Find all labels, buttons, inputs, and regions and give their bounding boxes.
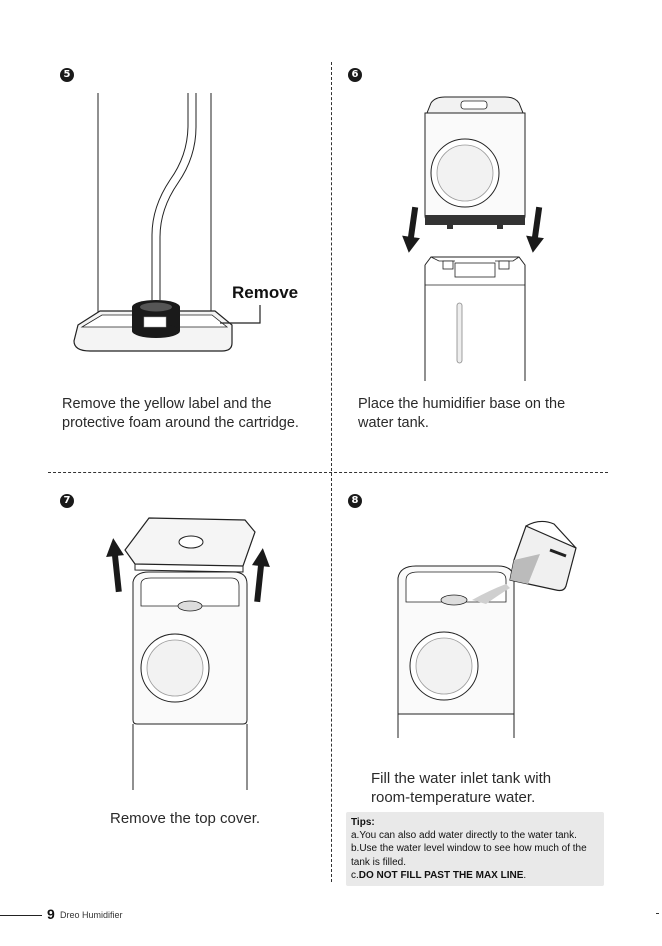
- step-8-illustration: [397, 520, 577, 738]
- step-8-number: 8: [348, 494, 362, 508]
- step-5-caption-line2: protective foam around the cartridge.: [62, 415, 299, 431]
- footer-right-tick: [656, 913, 659, 914]
- step-5-caption-line1: Remove the yellow label and the: [62, 396, 272, 412]
- step-8-caption-line2: room-temperature water.: [371, 789, 536, 806]
- step-6-caption-line1: Place the humidifier base on the: [358, 396, 566, 412]
- page-number: 9: [47, 906, 55, 922]
- step-5-caption: Remove the yellow label and the protecti…: [62, 395, 299, 433]
- tip-a: a.You can also add water directly to the…: [351, 830, 577, 842]
- tip-b: b.Use the water level window to see how …: [351, 843, 587, 868]
- step-6-caption: Place the humidifier base on the water t…: [358, 395, 565, 433]
- footer-brand: Dreo Humidifier: [60, 910, 123, 920]
- step-7-number: 7: [60, 494, 74, 508]
- remove-callout-label: Remove: [232, 283, 299, 302]
- tip-c-prefix: c.: [351, 869, 359, 881]
- step-5-number: 5: [60, 68, 74, 82]
- tip-c-warning: DO NOT FILL PAST THE MAX LINE: [358, 869, 524, 881]
- step-5-illustration: [73, 93, 261, 352]
- footer-rule: [0, 915, 42, 916]
- step-6-number: 6: [348, 68, 362, 82]
- step-6-caption-line2: water tank.: [358, 415, 429, 431]
- tip-c: c.DO NOT FILL PAST THE MAX LINE.: [351, 869, 599, 882]
- tips-box: Tips: a.You can also add water directly …: [346, 812, 604, 886]
- step-7-illustration: [106, 517, 270, 790]
- tips-title: Tips:: [351, 817, 375, 828]
- step-6-illustration: [402, 96, 544, 381]
- horizontal-divider: [48, 472, 608, 473]
- step-8-caption-line1: Fill the water inlet tank with: [371, 770, 552, 787]
- step-8-caption: Fill the water inlet tank with room-temp…: [371, 769, 551, 807]
- tip-c-suffix: .: [523, 869, 527, 881]
- step-7-caption: Remove the top cover.: [110, 810, 261, 827]
